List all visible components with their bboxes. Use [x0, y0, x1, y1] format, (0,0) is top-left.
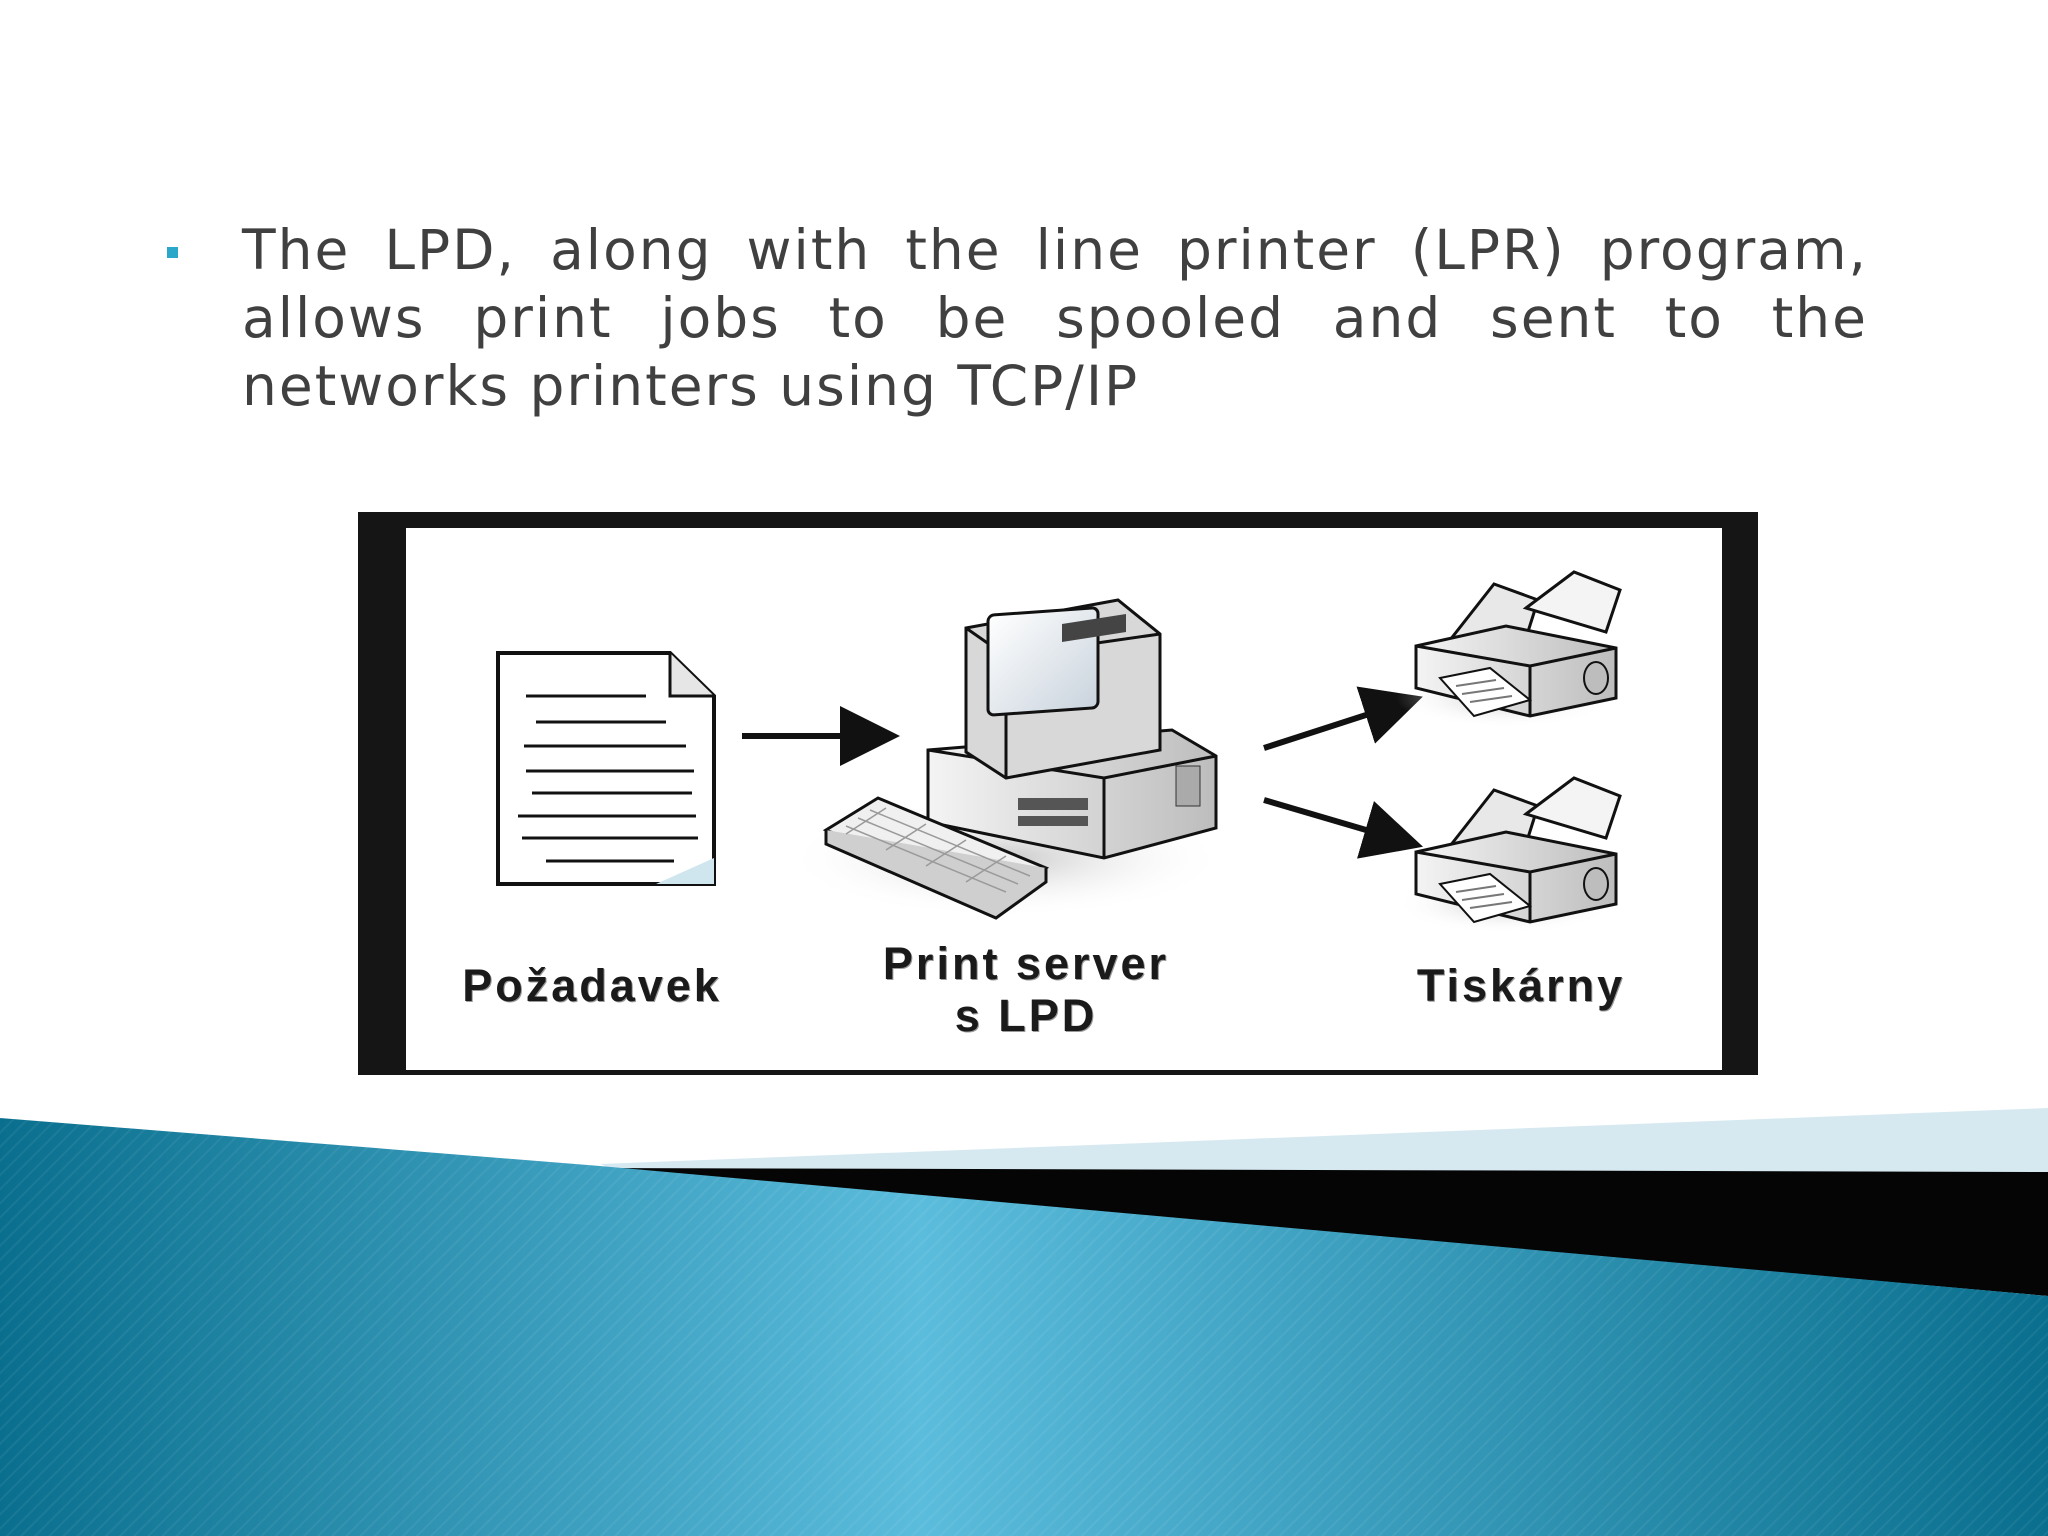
label-printers: Tiskárny [1416, 960, 1626, 1011]
bullet-marker [167, 247, 178, 258]
label-print-server: Print server s LPD [846, 938, 1206, 1042]
label-request: Požadavek [462, 960, 722, 1011]
diagram-canvas: Požadavek Print server s LPD Tiskárny [406, 528, 1722, 1070]
arrow-to-printer-bottom [1263, 797, 1424, 859]
printer-icon-bottom [1396, 776, 1622, 934]
lpd-diagram: Požadavek Print server s LPD Tiskárny [358, 512, 1758, 1075]
print-server-icon [786, 598, 1226, 920]
arrow-to-printer-top [1263, 686, 1423, 751]
label-print-server-line2: s LPD [954, 990, 1098, 1041]
printer-icon-top [1396, 570, 1622, 728]
bullet-text: The LPD, along with the line printer (LP… [242, 218, 1868, 418]
label-print-server-line1: Print server [882, 938, 1170, 989]
document-icon [496, 651, 716, 886]
